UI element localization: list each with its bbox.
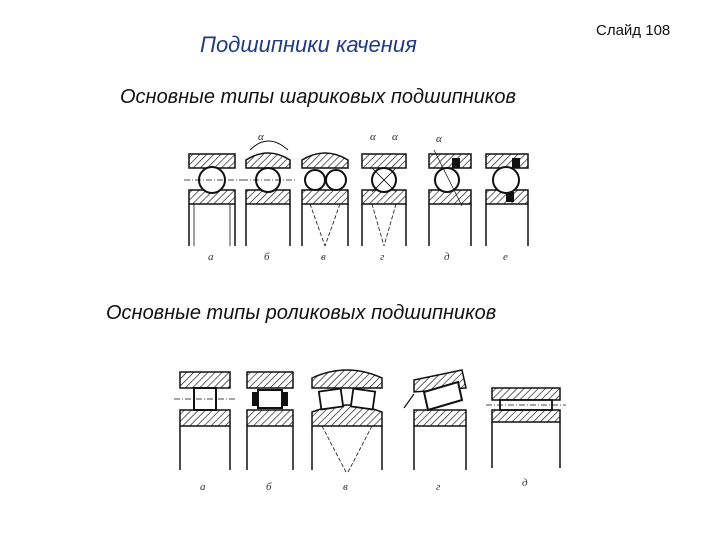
roller-label-v: в — [343, 481, 348, 493]
ball-bearings-heading: Основные типы шариковых подшипников — [120, 86, 516, 108]
ball-label-v: в — [321, 251, 326, 263]
ball-label-a: а — [208, 251, 214, 263]
roller-bearing-g — [403, 369, 467, 470]
ball-label-d: д — [444, 251, 450, 263]
roller-bearing-b — [246, 371, 294, 470]
slide-number: Слайд 108 — [596, 22, 671, 39]
roller-bearing-v — [311, 369, 383, 475]
slide-title: Подшипники качения — [200, 32, 417, 57]
roller-label-b: б — [266, 481, 272, 493]
roller-label-a: а — [200, 481, 206, 493]
ball-label-e: е — [503, 251, 508, 263]
ball-label-b: б — [264, 251, 270, 263]
ball-label-g: г — [380, 251, 385, 263]
ball-bearing-g: α α — [361, 131, 407, 247]
angle-label: α — [370, 131, 376, 143]
ball-bearing-v — [301, 152, 349, 247]
ball-bearing-b: α — [242, 131, 296, 246]
roller-bearing-d — [486, 387, 566, 468]
angle-label: α — [258, 131, 264, 143]
angle-label: α — [436, 133, 442, 145]
angle-label: α — [392, 131, 398, 143]
roller-bearing-a — [174, 371, 236, 470]
ball-bearing-d: α — [428, 133, 472, 246]
roller-bearings-heading: Основные типы роликовых подшипников — [106, 302, 497, 324]
ball-bearing-e — [485, 153, 529, 246]
roller-label-d: д — [522, 477, 528, 489]
ball-bearing-a — [184, 153, 242, 246]
roller-label-g: г — [436, 481, 441, 493]
